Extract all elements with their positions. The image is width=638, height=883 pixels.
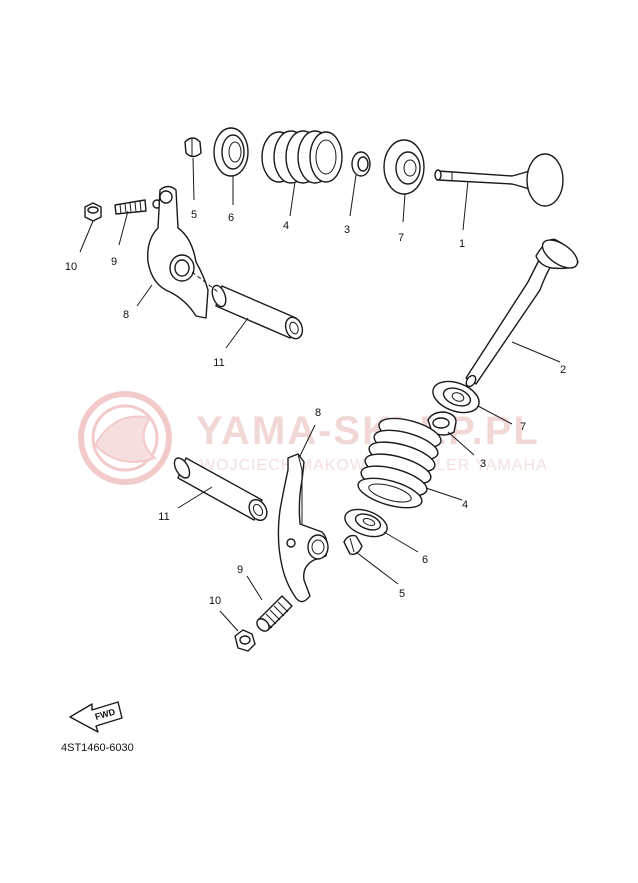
valve-seal-bottom (427, 411, 457, 436)
rocker-shaft-bottom (173, 457, 268, 522)
top-leader-locknut (79, 220, 94, 253)
top-callout-valve-cotter: 5 (191, 209, 197, 221)
top-leader-exhaust-valve (462, 180, 469, 231)
spring-seat-top (383, 139, 425, 195)
rocker-arm-bottom (277, 453, 329, 603)
locknut-top (84, 202, 102, 222)
bottom-leader-locknut (219, 610, 239, 632)
top-leader-rocker-arm (136, 284, 153, 307)
top-leader-valve-cotter (192, 157, 195, 201)
valve-seal-top (351, 151, 371, 177)
bottom-callout-adjusting-screw: 9 (237, 564, 243, 576)
fwd-arrow-icon: FWD (69, 701, 123, 733)
adjusting-screw-top (114, 199, 162, 215)
bottom-leader-intake-valve (511, 341, 561, 363)
bottom-leader-rocker-arm (299, 424, 316, 457)
exhaust-valve-top (434, 153, 564, 207)
bottom-callout-valve-spring: 4 (462, 499, 468, 511)
rocker-arm-top (147, 185, 209, 319)
bottom-callout-intake-valve: 2 (560, 364, 566, 376)
bottom-callout-rocker-arm: 8 (315, 407, 321, 419)
top-leader-valve-spring (289, 181, 296, 217)
bottom-callout-spring-seat: 7 (520, 421, 526, 433)
top-callout-spring-seat: 7 (398, 232, 404, 244)
top-callout-valve-spring: 4 (283, 220, 289, 232)
bottom-callout-rocker-shaft: 11 (158, 511, 169, 523)
top-callout-rocker-arm: 8 (123, 309, 129, 321)
bottom-leader-adjusting-screw (246, 575, 263, 601)
top-callout-exhaust-valve: 1 (459, 238, 465, 250)
bottom-leader-rocker-shaft (177, 486, 213, 509)
watermark-brand: YAMA-SKLEP.PL (196, 409, 540, 453)
spring-seat-bottom (432, 380, 480, 414)
callouts-top: 1 3 4 5 6 7 8 9 10 11 (65, 157, 469, 369)
adjusting-screw-bottom (256, 595, 293, 632)
top-leader-rocker-shaft (225, 317, 249, 349)
top-callout-adjusting-screw: 9 (111, 256, 117, 268)
top-callout-locknut: 10 (65, 261, 77, 273)
valve-spring-bottom (357, 417, 442, 509)
top-callout-valve-retainer: 6 (228, 212, 234, 224)
bottom-callout-valve-seal: 3 (480, 458, 486, 470)
valve-cotter-bottom (343, 534, 363, 556)
bottom-callout-valve-retainer: 6 (422, 554, 428, 566)
top-leader-valve-seal (349, 174, 357, 217)
intake-valve-bottom (465, 238, 579, 388)
diagram-code: 4ST1460-6030 (61, 742, 134, 754)
valve-cotter-top (184, 137, 202, 158)
valve-retainer-top (213, 127, 249, 177)
top-leader-spring-seat (402, 193, 406, 223)
top-leader-adjusting-screw (118, 210, 129, 246)
top-callout-valve-seal: 3 (344, 224, 350, 236)
bottom-leader-valve-spring (425, 487, 463, 501)
bottom-callout-valve-cotter: 5 (399, 588, 405, 600)
top-callout-rocker-shaft: 11 (213, 357, 224, 369)
callouts-bottom: 2 7 3 4 6 5 8 11 9 10 (158, 341, 566, 632)
rocker-shaft-top (191, 271, 304, 340)
bottom-leader-spring-seat (477, 405, 513, 425)
bottom-callout-locknut: 10 (209, 595, 221, 607)
bottom-leader-valve-cotter (355, 551, 399, 585)
watermark-logo-icon (78, 391, 172, 485)
locknut-bottom (234, 629, 256, 652)
bottom-leader-valve-seal (447, 431, 475, 456)
valve-retainer-bottom (344, 508, 388, 538)
valve-spring-top (261, 130, 343, 184)
bottom-leader-valve-retainer (383, 531, 419, 553)
